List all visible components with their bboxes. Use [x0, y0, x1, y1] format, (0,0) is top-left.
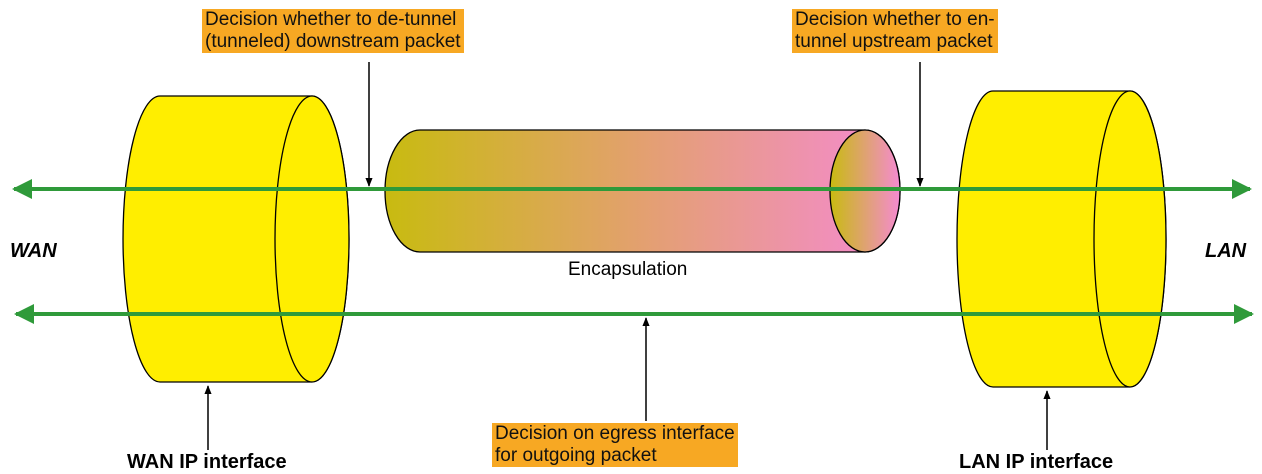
detunnel-callout-line1: Decision whether to de-tunnel [205, 9, 457, 30]
wan-interface-label: WAN IP interface [127, 451, 287, 473]
egress-callout-line2: for outgoing packet [495, 445, 657, 466]
egress-callout-line1: Decision on egress interface [495, 423, 735, 444]
wan-label: WAN [10, 240, 57, 262]
lan-interface-label: LAN IP interface [959, 451, 1114, 473]
entunnel-callout-line2: tunnel upstream packet [795, 31, 993, 52]
lan-label: LAN [1205, 240, 1247, 262]
detunnel-callout: Decision whether to de-tunnel (tunneled)… [202, 9, 464, 53]
lan-interface-cylinder [956, 90, 1167, 388]
entunnel-callout: Decision whether to en- tunnel upstream … [792, 9, 998, 53]
detunnel-callout-line2: (tunneled) downstream packet [205, 31, 461, 52]
egress-callout: Decision on egress interface for outgoin… [492, 423, 738, 467]
wan-interface-cylinder [122, 95, 350, 383]
encapsulation-label: Encapsulation [568, 259, 688, 280]
entunnel-callout-line1: Decision whether to en- [795, 9, 995, 30]
